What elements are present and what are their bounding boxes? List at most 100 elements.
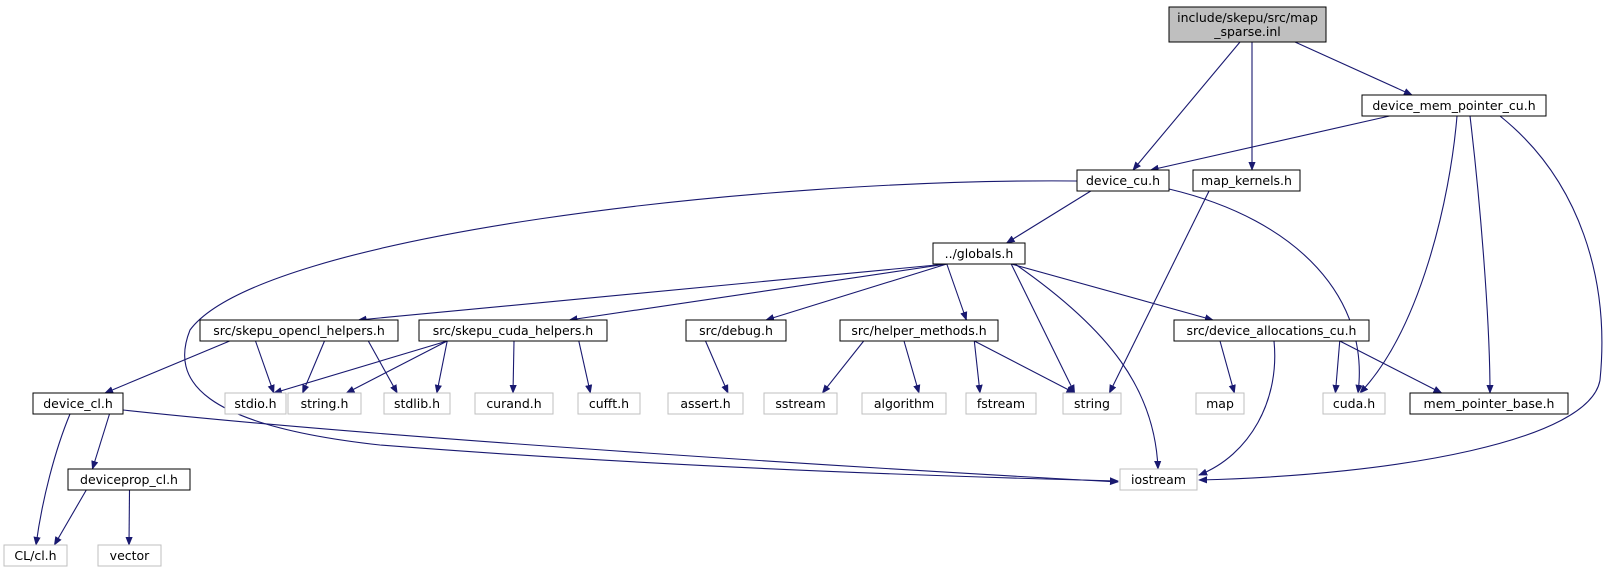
edge-globals-to-device-allocations xyxy=(1011,263,1214,322)
node-box xyxy=(1062,392,1122,415)
node-label: src/debug.h xyxy=(699,323,773,338)
node-label: device_mem_pointer_cu.h xyxy=(1372,98,1535,113)
node-cufft: cufft.h xyxy=(577,392,641,415)
node-deviceprop-cl[interactable]: deviceprop_cl.h xyxy=(67,468,191,491)
edge-cuda-helpers-to-curand xyxy=(509,340,517,394)
edge-globals-to-iostream xyxy=(1014,263,1162,470)
node-box xyxy=(1409,392,1569,415)
edge-deviceprop-cl-to-cl xyxy=(53,489,87,546)
node-cl: CL/cl.h xyxy=(3,544,68,567)
node-label: CL/cl.h xyxy=(14,548,56,563)
node-label: sstream xyxy=(775,396,825,411)
edge-globals-to-helper-methods xyxy=(946,263,968,321)
edge-cuda-helpers-to-string-h xyxy=(345,340,448,394)
edge-helper-methods-to-algorithm xyxy=(903,340,921,394)
node-box xyxy=(1076,169,1170,192)
edge-device-allocations-to-mem-pointer-base xyxy=(1339,340,1443,394)
node-assert: assert.h xyxy=(667,392,744,415)
node-label: device_cu.h xyxy=(1086,173,1160,188)
node-map: map xyxy=(1195,392,1245,415)
edge-device-mem-pointer-cu-to-mem-pointer-base xyxy=(1469,115,1494,394)
node-box xyxy=(1168,6,1327,43)
node-label: _sparse.inl xyxy=(1213,24,1281,39)
node-box xyxy=(97,544,162,567)
node-box xyxy=(1195,392,1245,415)
edge-device-mem-pointer-cu-to-cuda xyxy=(1359,115,1458,394)
node-label: src/skepu_cuda_helpers.h xyxy=(433,323,593,338)
node-device-cu[interactable]: device_cu.h xyxy=(1076,169,1170,192)
node-label: ../globals.h xyxy=(945,246,1014,261)
node-box xyxy=(577,392,641,415)
node-iostream: iostream xyxy=(1119,468,1198,491)
node-root[interactable]: include/skepu/src/map_sparse.inl xyxy=(1168,6,1327,43)
node-mem-pointer-base[interactable]: mem_pointer_base.h xyxy=(1409,392,1569,415)
edge-device-allocations-to-iostream xyxy=(1198,340,1276,476)
node-label: map xyxy=(1206,396,1234,411)
node-label: string xyxy=(1074,396,1110,411)
edge-device-mem-pointer-cu-to-iostream xyxy=(1198,115,1603,484)
edge-cuda-helpers-to-stdio xyxy=(272,340,448,395)
node-opencl-helpers[interactable]: src/skepu_opencl_helpers.h xyxy=(199,319,399,342)
node-box xyxy=(763,392,838,415)
node-label: stdio.h xyxy=(234,396,276,411)
node-label: include/skepu/src/map xyxy=(1177,10,1318,25)
node-box xyxy=(3,544,68,567)
node-label: cuda.h xyxy=(1333,396,1375,411)
edge-helper-methods-to-fstream xyxy=(973,340,983,394)
node-box xyxy=(1119,468,1198,491)
node-label: string.h xyxy=(301,396,349,411)
edge-root-to-device-cu xyxy=(1132,41,1241,171)
node-device-cl[interactable]: device_cl.h xyxy=(32,392,124,415)
node-label: device_cl.h xyxy=(43,396,113,411)
node-box xyxy=(965,392,1037,415)
node-label: src/skepu_opencl_helpers.h xyxy=(213,323,385,338)
edge-opencl-helpers-to-stdio xyxy=(254,340,275,394)
node-label: algorithm xyxy=(874,396,934,411)
node-label: fstream xyxy=(977,396,1025,411)
edge-device-allocations-to-map xyxy=(1219,340,1236,394)
node-debug[interactable]: src/debug.h xyxy=(685,319,787,342)
node-box xyxy=(32,392,124,415)
node-label: curand.h xyxy=(486,396,541,411)
node-curand: curand.h xyxy=(474,392,554,415)
node-device-mem-pointer-cu[interactable]: device_mem_pointer_cu.h xyxy=(1361,94,1547,117)
edge-globals-to-debug xyxy=(765,263,947,322)
node-fstream: fstream xyxy=(965,392,1037,415)
node-box xyxy=(287,392,362,415)
node-label: cufft.h xyxy=(589,396,629,411)
node-string-h: string.h xyxy=(287,392,362,415)
edge-device-cl-to-deviceprop-cl xyxy=(91,413,111,470)
nodes-layer: include/skepu/src/map_sparse.inl device_m… xyxy=(3,6,1569,567)
edge-helper-methods-to-sstream xyxy=(821,340,865,394)
node-box xyxy=(383,392,451,415)
node-box xyxy=(685,319,787,342)
node-label: stdlib.h xyxy=(394,396,440,411)
edge-cuda-helpers-to-stdlib xyxy=(434,340,448,394)
node-box xyxy=(1322,392,1386,415)
node-device-allocations[interactable]: src/device_allocations_cu.h xyxy=(1173,319,1370,342)
node-label: assert.h xyxy=(680,396,730,411)
node-map-kernels[interactable]: map_kernels.h xyxy=(1192,169,1301,192)
node-box xyxy=(1173,319,1370,342)
node-label: map_kernels.h xyxy=(1201,173,1292,188)
node-label: src/helper_methods.h xyxy=(851,323,986,338)
edges-layer xyxy=(33,41,1603,546)
node-algorithm: algorithm xyxy=(861,392,947,415)
node-globals[interactable]: ../globals.h xyxy=(932,242,1026,265)
edge-helper-methods-to-string xyxy=(974,340,1076,394)
edge-debug-to-assert xyxy=(704,340,729,394)
node-cuda: cuda.h xyxy=(1322,392,1386,415)
node-stdio: stdio.h xyxy=(224,392,287,415)
node-sstream: sstream xyxy=(763,392,838,415)
node-stdlib: stdlib.h xyxy=(383,392,451,415)
edge-device-cl-to-cl xyxy=(33,413,71,546)
edge-device-cu-to-globals xyxy=(1005,190,1092,244)
edge-opencl-helpers-to-string-h xyxy=(302,340,326,394)
node-box xyxy=(839,319,999,342)
node-box xyxy=(474,392,554,415)
edge-device-cu-to-iostream xyxy=(184,180,1119,485)
node-box xyxy=(1361,94,1547,117)
node-box xyxy=(861,392,947,415)
node-helper-methods[interactable]: src/helper_methods.h xyxy=(839,319,999,342)
node-cuda-helpers[interactable]: src/skepu_cuda_helpers.h xyxy=(418,319,608,342)
